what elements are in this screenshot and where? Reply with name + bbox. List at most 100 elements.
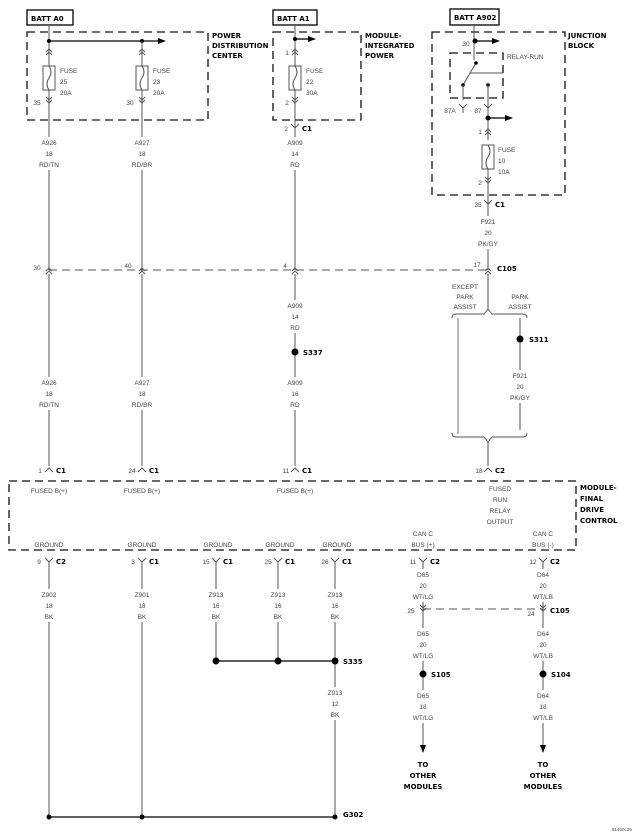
connector-c105: 30 40 4 17 C105 [33,262,517,275]
svg-text:C1: C1 [342,558,352,566]
svg-text:RELAY: RELAY [490,508,511,515]
svg-text:WT/LG: WT/LG [413,594,434,601]
svg-text:30: 30 [33,265,41,272]
svg-text:18: 18 [45,151,53,158]
svg-text:14: 14 [291,314,299,321]
svg-text:BATT A902: BATT A902 [454,14,497,22]
svg-text:18: 18 [419,704,427,711]
svg-text:D65: D65 [417,693,429,700]
splice-s311: S311 [516,335,549,344]
svg-text:D65: D65 [417,572,429,579]
svg-text:RD/BR: RD/BR [132,402,153,409]
svg-text:WT/LB: WT/LB [533,594,553,601]
svg-text:11: 11 [410,559,417,566]
svg-text:87: 87 [474,108,482,115]
svg-text:1: 1 [285,50,289,57]
to-other-modules-right: TO OTHER MODULES [524,745,562,791]
svg-text:C105: C105 [550,607,570,615]
svg-text:18: 18 [539,704,547,711]
svg-text:26: 26 [321,559,329,566]
svg-text:A909: A909 [287,140,303,147]
svg-text:87A: 87A [444,108,456,115]
svg-text:D64: D64 [537,693,549,700]
svg-text:POWER: POWER [365,52,395,60]
svg-text:RD: RD [290,402,300,409]
svg-text:EXCEPT: EXCEPT [452,284,478,291]
svg-text:15: 15 [202,559,210,566]
svg-text:Z913: Z913 [271,592,286,599]
svg-text:C1: C1 [495,201,505,209]
svg-text:A926: A926 [41,140,57,147]
svg-text:TO: TO [418,761,429,769]
svg-text:A926: A926 [41,380,57,387]
svg-text:BUS (+): BUS (+) [411,542,434,549]
svg-text:D65: D65 [417,631,429,638]
svg-text:24: 24 [128,468,136,475]
svg-text:G302: G302 [343,811,363,819]
svg-text:TO: TO [538,761,549,769]
svg-text:A927: A927 [134,140,150,147]
svg-text:10A: 10A [498,169,510,176]
svg-text:S105: S105 [431,671,451,679]
svg-text:OTHER: OTHER [410,772,437,780]
svg-text:C1: C1 [149,467,159,475]
svg-text:4: 4 [283,263,287,270]
svg-text:20A: 20A [60,90,72,97]
svg-text:INTEGRATED: INTEGRATED [365,42,415,50]
svg-text:C2: C2 [430,558,440,566]
svg-text:MODULES: MODULES [404,783,443,791]
batt-a0-source: BATT A0 [26,9,74,26]
svg-text:BK: BK [45,614,54,621]
svg-text:11: 11 [283,468,290,475]
connector-jb-c1: 35 C1 [474,199,505,210]
svg-text:S311: S311 [529,336,549,344]
svg-text:12: 12 [331,701,339,708]
ground-g302: G302 [46,811,363,820]
svg-text:FUSED B(+): FUSED B(+) [277,488,313,495]
svg-text:BUS (-): BUS (-) [532,542,554,549]
svg-text:18: 18 [138,603,146,610]
option-bracket-bottom [451,432,528,443]
module-final-drive-control: MODULE- FINAL DRIVE CONTROL FUSED B(+) F… [8,480,618,551]
svg-text:DISTRIBUTION: DISTRIBUTION [212,42,269,50]
svg-text:S337: S337 [303,349,323,357]
svg-text:18: 18 [138,151,146,158]
svg-text:CENTER: CENTER [212,52,243,60]
svg-text:D64: D64 [537,631,549,638]
relay-run: RELAY-RUN [449,52,544,140]
svg-text:18: 18 [45,603,53,610]
svg-text:20: 20 [419,642,427,649]
svg-text:RD: RD [290,162,300,169]
svg-text:ASSIST: ASSIST [508,304,531,311]
svg-text:MODULE-: MODULE- [365,32,402,40]
svg-text:20: 20 [516,384,524,391]
svg-text:WT/LB: WT/LB [533,715,553,722]
svg-text:F921: F921 [481,219,496,226]
figure-code: 814b0c29 [612,827,632,832]
svg-text:GROUND: GROUND [323,542,352,549]
svg-text:16: 16 [212,603,220,610]
connector-mip-c1: 2 C1 [284,123,312,134]
option-bracket-top: EXCEPT PARK ASSIST PARK ASSIST [451,284,532,319]
svg-text:16: 16 [331,603,339,610]
svg-text:C2: C2 [550,558,560,566]
svg-text:RD/BR: RD/BR [132,162,153,169]
svg-text:18: 18 [475,468,483,475]
svg-text:FUSE: FUSE [306,68,324,75]
splice-s104: S104 [539,670,571,679]
splice-s335: S335 [212,657,363,666]
svg-text:18: 18 [138,391,146,398]
svg-text:Z902: Z902 [42,592,57,599]
svg-text:Z913: Z913 [328,592,343,599]
svg-text:20: 20 [539,583,547,590]
svg-text:WT/LG: WT/LG [413,715,434,722]
splice-s337: S337 [291,348,323,357]
svg-text:FUSED: FUSED [489,486,511,493]
svg-text:PARK: PARK [456,294,474,301]
